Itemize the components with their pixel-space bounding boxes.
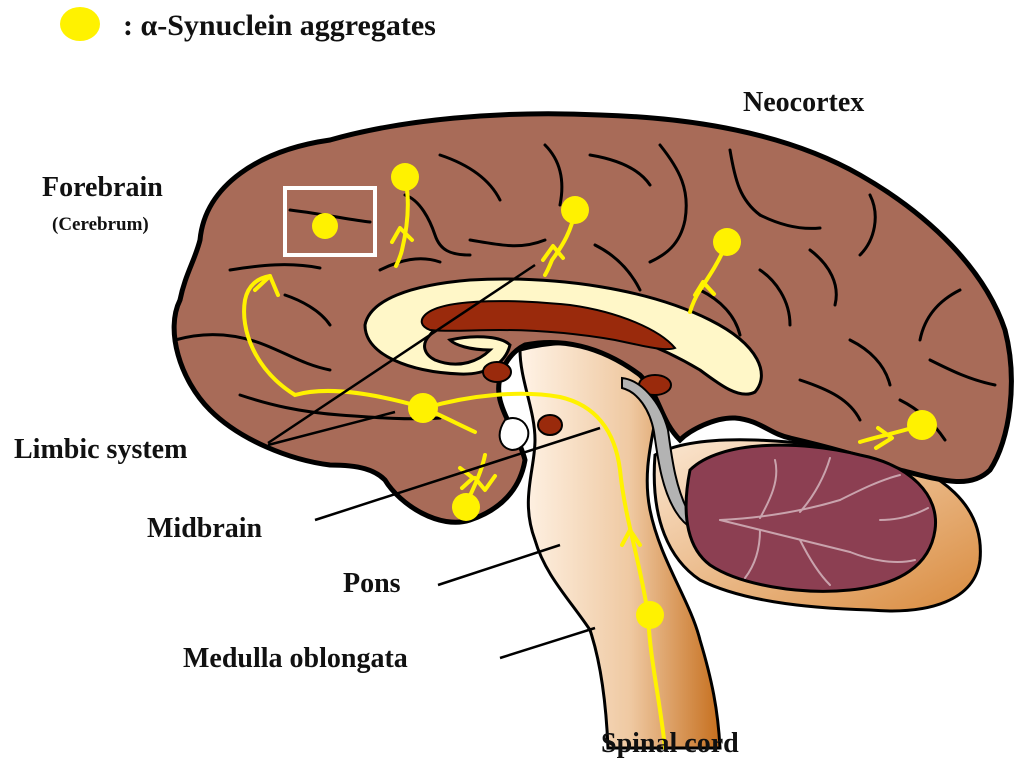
label-limbic-system: Limbic system <box>14 434 187 465</box>
label-forebrain: Forebrain <box>42 172 163 203</box>
aggregate-dot <box>312 213 338 239</box>
aggregate-dot <box>713 228 741 256</box>
legend-text: : α-Synuclein aggregates <box>123 9 436 42</box>
label-cerebrum: (Cerebrum) <box>52 214 149 235</box>
aggregate-dot <box>452 493 480 521</box>
mammillary-body <box>538 415 562 435</box>
pituitary-notch <box>500 418 529 450</box>
label-pons: Pons <box>343 568 401 599</box>
label-neocortex: Neocortex <box>743 87 864 118</box>
pons-leader <box>438 545 560 585</box>
legend-aggregate-marker <box>60 7 100 41</box>
label-midbrain: Midbrain <box>147 513 263 544</box>
legend: : α-Synuclein aggregates <box>60 7 436 42</box>
aggregate-dot <box>391 163 419 191</box>
medulla-leader <box>500 628 595 658</box>
aggregate-dot <box>561 196 589 224</box>
label-medulla-oblongata: Medulla oblongata <box>183 643 408 674</box>
aggregate-dot <box>907 410 937 440</box>
aggregate-dot <box>408 393 438 423</box>
label-spinal-cord: Spinal cord <box>601 728 739 759</box>
aggregate-dot <box>636 601 664 629</box>
fornix-body <box>483 362 511 382</box>
